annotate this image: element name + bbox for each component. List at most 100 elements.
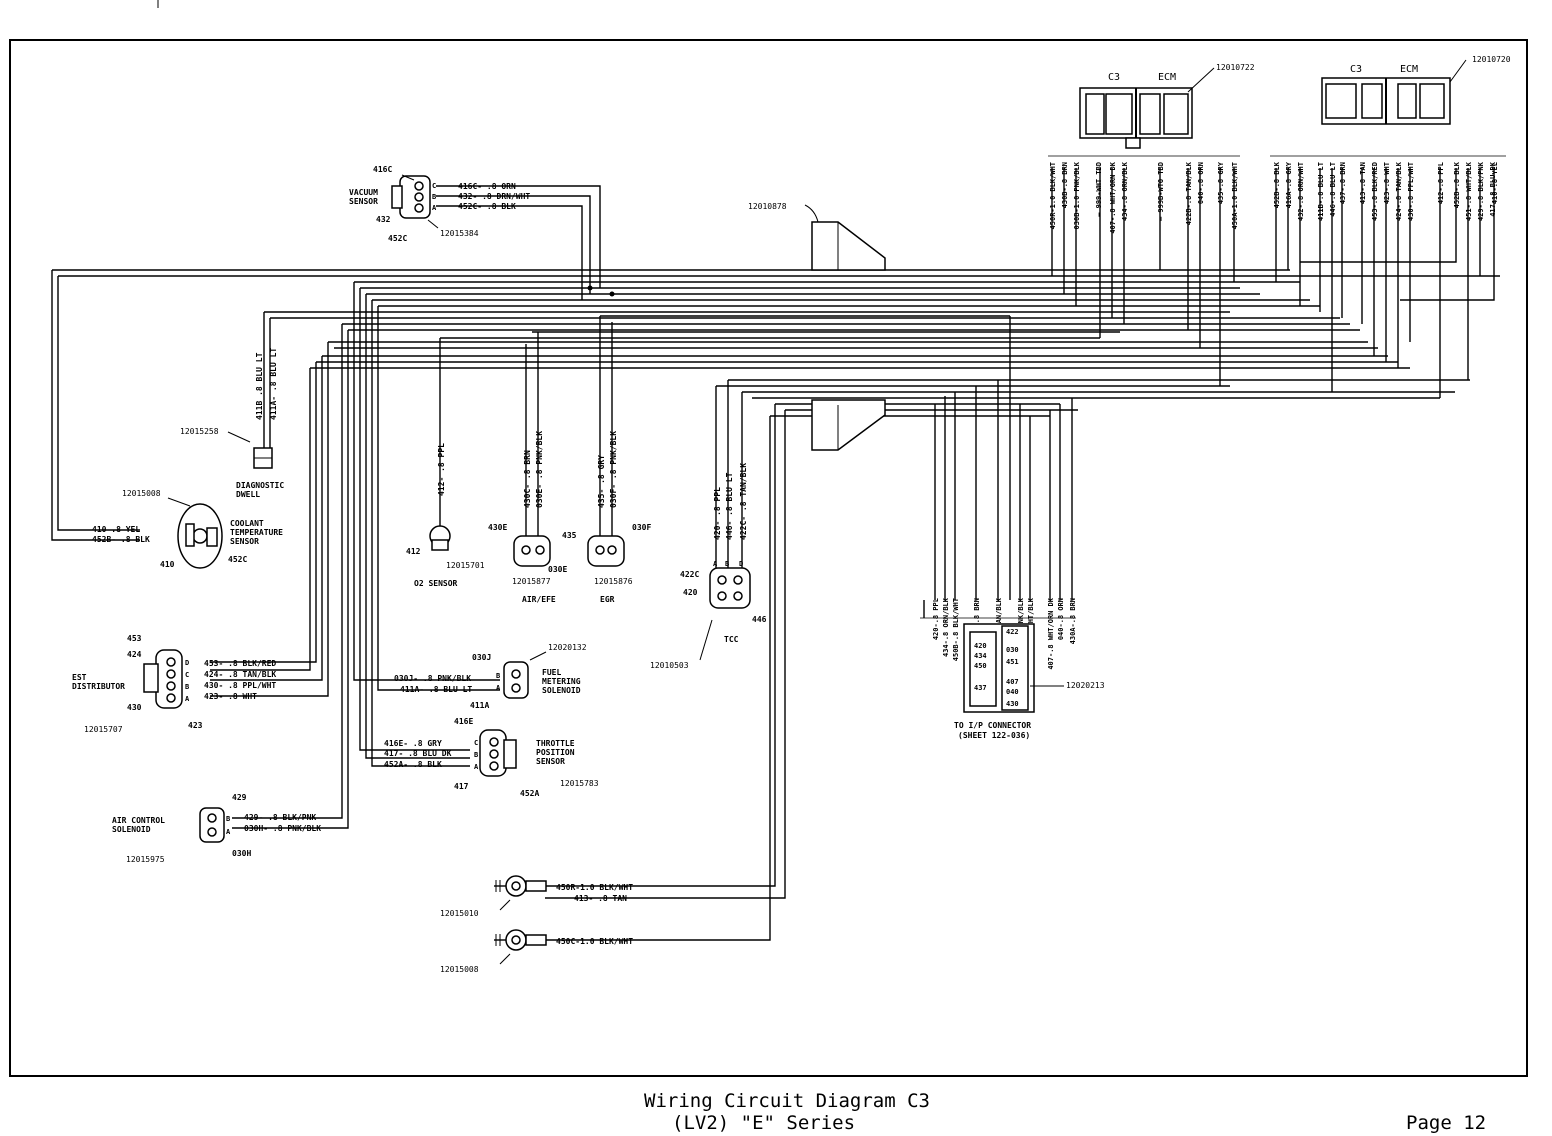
air-name1: AIR CONTROL [112, 816, 165, 825]
vacuum-name1: VACUUM [349, 188, 378, 197]
ecm1-wire-1: 450R-1.0 BLK/WHT [1049, 162, 1057, 229]
dist-wire-3: 430- .8 PPL/WHT [204, 681, 276, 690]
o2-c1: 412 [406, 547, 421, 556]
svg-text:B: B [725, 560, 729, 568]
tps-name2: POSITION [536, 748, 575, 757]
air-wire-2: 030H- .8 PNK/BLK [244, 824, 321, 833]
c1-hdr-left: C3 [1108, 72, 1120, 83]
sheet-border [9, 39, 1528, 1077]
ip-cell-right-1: 422 [1006, 628, 1019, 636]
efe-c2: 030E [548, 565, 567, 574]
ecm2-wire-4: 411B-.8 BLU LT [1317, 162, 1325, 221]
coolant-name1: COOLANT [230, 519, 264, 528]
ip-cell-left-1: 420 [974, 642, 987, 650]
tcc-wire-3: 422C- .8 TAN/BLK [739, 463, 748, 540]
ecm2-wire-14: 451-.8 WHT/BLK [1465, 161, 1473, 221]
o2-name: O2 SENSOR [414, 579, 458, 588]
svg-text:D: D [739, 560, 743, 568]
coolant-name3: SENSOR [230, 537, 259, 546]
air-wire-1: 429- .8 BLK/PNK [244, 813, 316, 822]
svg-text:B: B [185, 683, 189, 691]
egr-wire-1: 435- .8 GRY [597, 455, 606, 508]
cool-wire-2: 452B- .8 BLK [92, 535, 150, 544]
ecm1-wire-3: 030B-1.0 PNK/BLK [1073, 161, 1081, 229]
dist-c3: 430 [127, 703, 142, 712]
c2-hdr-right: ECM [1400, 64, 1418, 75]
ip-cell-right-6: 430 [1006, 700, 1019, 708]
ecm2-wire-9: 423-.8 WHT [1383, 162, 1391, 204]
egr-name: EGR [600, 595, 615, 604]
o2-part: 12015701 [446, 561, 485, 570]
ecm2-wire-15: 429-.8 BLK/PNK [1477, 161, 1485, 221]
tps-wire-3: 452A- .8 BLK [384, 760, 442, 769]
tps-c2: 417 [454, 782, 469, 791]
c1-part: 12010722 [1216, 63, 1255, 72]
tps-c1: 416E [454, 717, 473, 726]
ecm2-wire-16: 410-.8 YEL [1491, 162, 1499, 204]
egr-wire-2: 030F- .8 PNK/BLK [609, 431, 618, 508]
svg-text:B: B [474, 751, 478, 759]
ip-cell-right-2: 030 [1006, 646, 1019, 654]
svg-text:A: A [496, 684, 501, 692]
svg-text:A: A [185, 695, 190, 703]
fuel-wire-2: 411A- .8 BLU LT [400, 685, 472, 694]
svg-text:B: B [496, 672, 500, 680]
ip-part: 12020213 [1066, 681, 1105, 690]
page-number: Page 12 [1406, 1112, 1487, 1134]
tcc-name: TCC [724, 635, 739, 644]
egr-c1: 435 [562, 531, 577, 540]
tps-part: 12015783 [560, 779, 599, 788]
ip-wire-10: 430A-.8 BRN [1069, 598, 1077, 644]
ip-cell-right-4: 407 [1006, 678, 1019, 686]
tcc-c2: 420 [683, 588, 698, 597]
ip-wire-2: 434-.8 ORN/BLK [942, 597, 950, 657]
diag-name1: DIAGNOSTIC [236, 481, 284, 490]
vacuum-left: 432 [376, 215, 391, 224]
ip-wire-1: 420-.8 PPL [932, 598, 940, 640]
ecm2-wire-11: 430-.8 PPL/WHT [1407, 162, 1415, 221]
vac-wire-1: 416C- .8 ORN [458, 182, 516, 191]
svg-text:C: C [432, 182, 436, 190]
bracket-part: 12010878 [748, 202, 787, 211]
svg-text:C: C [185, 671, 189, 679]
throttle-position-sensor: C B A [474, 729, 517, 777]
svg-text:C: C [474, 739, 478, 747]
bracket-12010878 [804, 204, 886, 451]
vac-wire-3: 452C- .8 BLK [458, 202, 516, 211]
tcc-c3: 446 [752, 615, 767, 624]
coolant-part: 12015008 [122, 489, 161, 498]
air-c2: 030H [232, 849, 251, 858]
vacuum-name2: SENSOR [349, 197, 378, 206]
ip-wire-4: 437-.8 BRN [973, 598, 981, 640]
svg-text:A: A [713, 560, 718, 568]
ecm2-wire-6: 437-.8 BRN [1339, 162, 1347, 204]
ip-cell-right-3: 451 [1006, 658, 1019, 666]
efe-c1: 430E [488, 523, 507, 532]
dist-name2: DISTRIBUTOR [72, 682, 125, 691]
ip-caption-2: (SHEET 122-036) [958, 731, 1030, 740]
ip-wire-9: 040-.8 ORN [1057, 598, 1065, 640]
dist-c1: 453 [127, 634, 142, 643]
fuel-metering-solenoid: B A [480, 651, 547, 699]
vac-wire-2: 432- .8 DRN/WHT [458, 192, 530, 201]
g2-wire-1: 450C-1.0 BLK/WHT [556, 937, 633, 946]
ip-wire-8: 407-.8 WHT/ORN DK [1047, 597, 1055, 669]
g1-wire-1: 450R-1.0 BLK/WHT [556, 883, 633, 892]
fuel-c1: 030J [472, 653, 491, 662]
ecm2-wire-10: 424-.8 TAN/BLK [1395, 161, 1403, 221]
svg-text:B: B [432, 193, 436, 201]
efe-wire-1: 430C- .8 BRN [523, 450, 532, 508]
c1-hdr-right: ECM [1158, 72, 1176, 83]
ecm1-wire-9: 040-.8 ORN [1197, 162, 1205, 204]
ecm2-wire-5: 446-.8 BLU LT [1329, 162, 1337, 217]
svg-text:A: A [474, 763, 479, 771]
vacuum-top: 416C [373, 165, 392, 174]
air-control-solenoid: B A [199, 807, 231, 843]
coolant-c2: 452C [228, 555, 247, 564]
dist-name1: EST [72, 673, 87, 682]
coolant-name2: TEMPERATURE [230, 528, 283, 537]
diag-part: 12015258 [180, 427, 219, 436]
ecm2-wire-3: 432-.8 ORN/WHT [1297, 162, 1305, 221]
